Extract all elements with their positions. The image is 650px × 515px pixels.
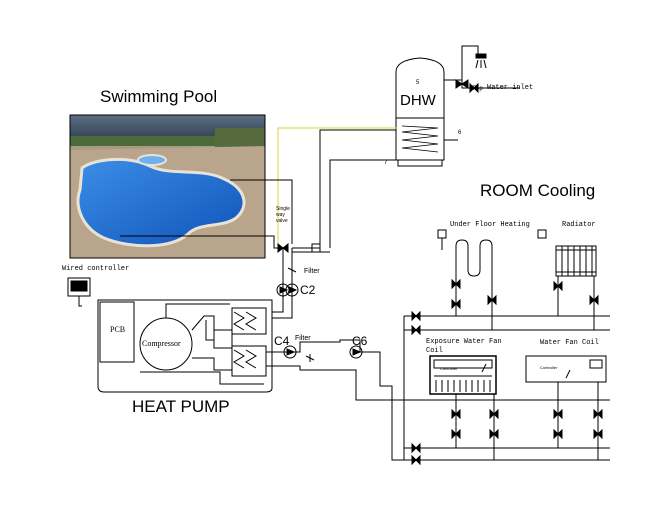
radiator-label: Radiator — [562, 221, 596, 229]
room-cooling-title: ROOM Cooling — [480, 181, 596, 200]
single-way-valve-label: Single way valve — [276, 206, 290, 224]
exposure-fan-coil-label: Exposure Water Fan Coil — [426, 338, 502, 355]
water-fan-coil-label: Water Fan Coil — [540, 339, 599, 347]
pcb-label: PCB — [110, 325, 126, 334]
c2-label: C2 — [300, 283, 316, 297]
c6-label: C6 — [352, 334, 368, 348]
top-label: Top — [472, 85, 483, 92]
room-headers — [403, 310, 610, 466]
dhw-title: DHW — [400, 92, 436, 109]
yellow-pipe — [277, 127, 396, 244]
radiator — [537, 229, 599, 330]
heat-pump-title: HEAT PUMP — [132, 397, 230, 416]
dhw-mark-7: 7 — [384, 160, 388, 166]
dhw-mark-6: 6 — [458, 130, 462, 136]
room-supply-piping — [266, 339, 610, 461]
water-fan-coil — [525, 355, 607, 460]
wired-controller — [67, 277, 91, 307]
wired-controller-label: Wired controller — [62, 265, 130, 273]
swimming-pool-title: Swimming Pool — [100, 87, 218, 106]
c4-label: C4 — [274, 334, 290, 348]
heat-pump-unit — [97, 299, 273, 393]
compressor-label: Compressor — [142, 339, 181, 348]
dhw-tank — [319, 45, 520, 248]
under-floor-heating-label: Under Floor Heating — [450, 221, 530, 229]
fan-coil-controller-label: Controller — [540, 365, 558, 370]
swimming-pool-photo — [69, 114, 266, 259]
filter-top-label: Filter — [304, 268, 320, 275]
water-inlet-label: Water inlet — [487, 84, 534, 92]
under-floor-heating — [437, 229, 497, 330]
exposure-water-fan-coil — [429, 355, 499, 460]
pcb-board — [99, 301, 135, 363]
dhw-mark-5: 5 — [416, 80, 420, 86]
pool-piping — [265, 179, 330, 319]
filter-bottom-label: Filter — [295, 335, 311, 342]
exposure-coil-controller-label: Controller — [440, 366, 458, 371]
